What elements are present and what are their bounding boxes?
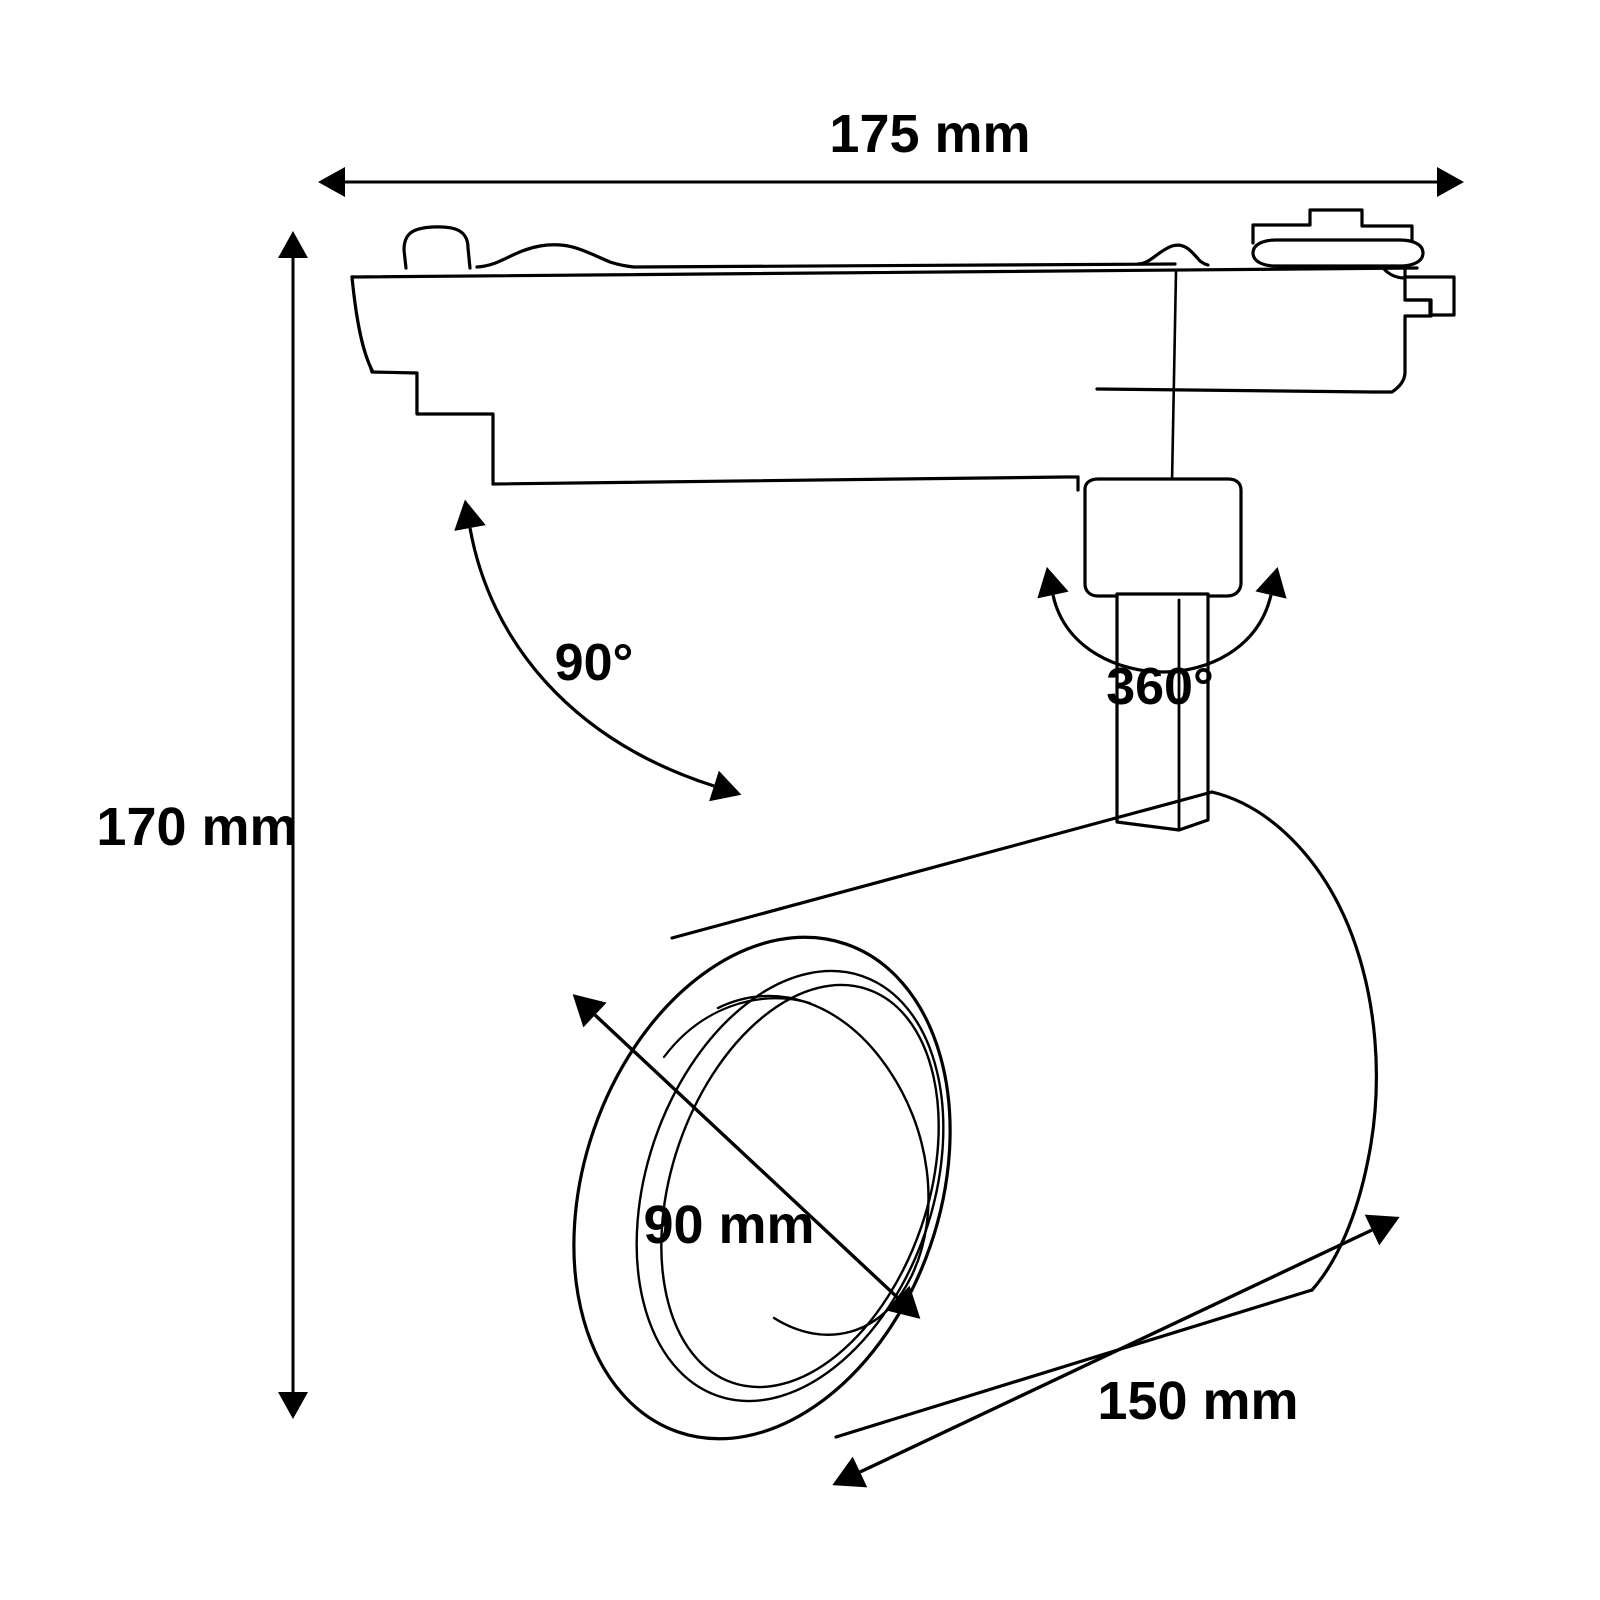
- rotation-arc-line: [1037, 566, 1287, 674]
- swivel-collar-body: [1083, 477, 1243, 598]
- dimension-height-170: 170 mm: [96, 231, 308, 1419]
- track-adapter-assembly: [350, 208, 1456, 492]
- angle-tilt-90: 90°: [454, 499, 742, 802]
- tilt-angle-label: 90°: [555, 634, 634, 692]
- length-dimension-label: 150 mm: [1097, 1371, 1298, 1431]
- adapter-latch-block: [1251, 208, 1414, 246]
- adapter-main-outline: [352, 277, 517, 484]
- length-dimension-line: [832, 1214, 1400, 1488]
- cylinder-top-edge: [670, 790, 1214, 940]
- height-dimension-label: 170 mm: [96, 797, 297, 857]
- adapter-top-surface: [350, 266, 1419, 279]
- rotation-angle-label: 360°: [1106, 658, 1214, 716]
- adapter-top-bump: [475, 243, 636, 269]
- dimension-length-150: 150 mm: [832, 1214, 1400, 1488]
- adapter-interior-divider: [1170, 270, 1178, 485]
- dimension-diameter-90: 90 mm: [572, 994, 921, 1319]
- adapter-top-edge-right: [632, 262, 1177, 269]
- tilt-arc-line: [454, 499, 742, 802]
- adapter-lower-right-edge: [1095, 387, 1375, 394]
- adapter-left-profile: [350, 275, 495, 486]
- dimension-width-175: 175 mm: [318, 104, 1464, 197]
- adapter-right-shoulder: [1371, 266, 1433, 394]
- adapter-latch-rounded: [1251, 238, 1425, 268]
- adapter-lower-face: [491, 475, 1080, 486]
- swivel-collar: [1083, 477, 1243, 598]
- adapter-upper-profile: [402, 225, 472, 270]
- diameter-dimension-label: 90 mm: [643, 1195, 814, 1255]
- angle-rotation-360: 360°: [1037, 566, 1287, 716]
- adapter-top-right-bump: [1136, 243, 1210, 267]
- width-dimension-label: 175 mm: [829, 104, 1030, 164]
